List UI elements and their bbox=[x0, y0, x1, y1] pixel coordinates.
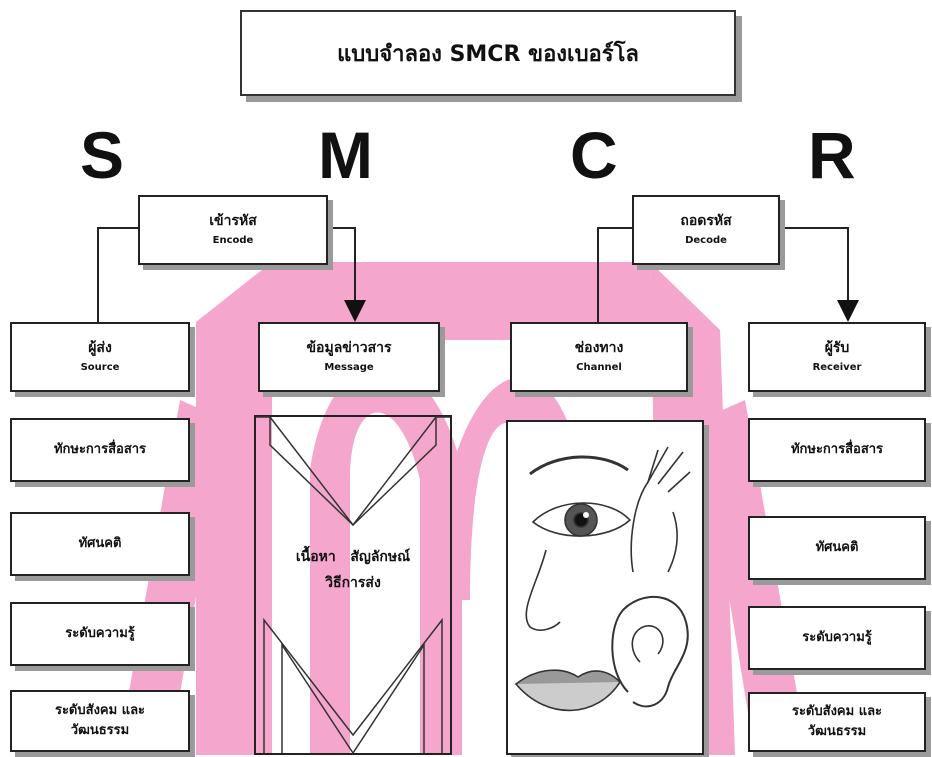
decode-to-channel-line bbox=[597, 227, 632, 322]
channel-label-en: Channel bbox=[576, 362, 622, 373]
message-label-en: Message bbox=[324, 362, 374, 373]
source-attr-social-culture: ระดับสังคม และวัฒนธรรม bbox=[10, 690, 190, 752]
letter-s: S bbox=[80, 118, 125, 192]
diagram-title: แบบจำลอง SMCR ของเบอร์โล bbox=[337, 41, 639, 67]
source-attr-skills: ทักษะการสื่อสาร bbox=[10, 418, 190, 482]
message-label-th: ข้อมูลข่าวสาร bbox=[306, 340, 392, 356]
senses-illustration bbox=[514, 446, 691, 712]
receiver-label-en: Receiver bbox=[812, 362, 862, 373]
message-content-line1: เนื้อหา สัญลักษณ์ bbox=[295, 549, 411, 565]
title-box: แบบจำลอง SMCR ของเบอร์โล bbox=[240, 10, 736, 96]
decode-label-en: Decode bbox=[685, 235, 727, 246]
receiver-attr-attitude: ทัศนคติ bbox=[748, 516, 926, 580]
decode-box: ถอดรหัส Decode bbox=[632, 195, 780, 265]
arrowhead-receiver bbox=[837, 300, 859, 322]
receiver-label-th: ผู้รับ bbox=[824, 340, 850, 356]
encode-to-message-line bbox=[328, 227, 356, 300]
source-label-en: Source bbox=[80, 362, 120, 373]
decode-to-receiver-line bbox=[780, 227, 849, 300]
encode-label-th: เข้ารหัส bbox=[209, 213, 257, 229]
channel-box: ช่องทาง Channel bbox=[510, 322, 688, 392]
receiver-attr-skills: ทักษะการสื่อสาร bbox=[748, 418, 926, 482]
letter-c: C bbox=[570, 118, 618, 192]
letter-m: M bbox=[318, 118, 373, 192]
source-attr-knowledge: ระดับความรู้ bbox=[10, 602, 190, 666]
encode-label-en: Encode bbox=[212, 235, 254, 246]
source-attr-attitude: ทัศนคติ bbox=[10, 512, 190, 576]
message-box: ข้อมูลข่าวสาร Message bbox=[258, 322, 440, 392]
message-content-line2: วิธีการส่ง bbox=[325, 575, 381, 591]
receiver-attr-knowledge: ระดับความรู้ bbox=[748, 606, 926, 670]
receiver-box: ผู้รับ Receiver bbox=[748, 322, 926, 392]
encode-box: เข้ารหัส Encode bbox=[138, 195, 328, 265]
m-outline-graphic bbox=[256, 416, 450, 755]
encode-to-source-line bbox=[97, 227, 138, 322]
decode-label-th: ถอดรหัส bbox=[680, 213, 732, 229]
source-box: ผู้ส่ง Source bbox=[10, 322, 190, 392]
receiver-attr-social-culture: ระดับสังคม และวัฒนธรรม bbox=[748, 692, 926, 752]
source-label-th: ผู้ส่ง bbox=[88, 340, 112, 356]
channel-label-th: ช่องทาง bbox=[574, 340, 624, 356]
letter-r: R bbox=[808, 118, 856, 192]
arrowhead-message bbox=[344, 300, 366, 322]
channel-panel bbox=[506, 420, 704, 755]
